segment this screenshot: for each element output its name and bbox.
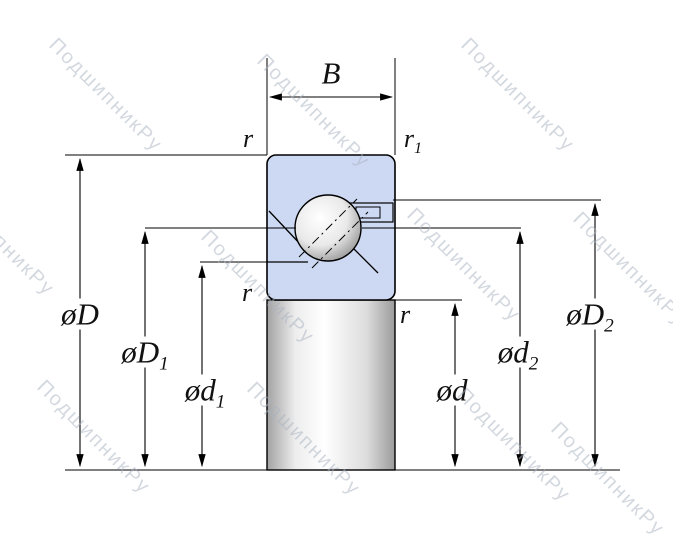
label-bore-diameter-2-sub: 2 [528,353,539,375]
label-outer-diameter-1-sub: 1 [159,353,169,375]
label-outer-diameter-2-main: øD [566,296,605,332]
shaft-section [266,299,396,471]
label-bore-diameter-1-main: ød [184,372,216,408]
label-bore-diameter-main: ød [436,372,468,408]
label-width-B: B [321,55,341,91]
label-radius-top-right-sub: 1 [414,140,423,158]
label-bore-diameter-2: ød2 [494,334,542,374]
label-radius-bottom-right: r [399,300,411,329]
label-bore-diameter-1-sub: 1 [215,391,226,413]
ball-centerline-2 [311,211,369,269]
label-radius-top-left: r [242,124,254,153]
label-bore-diameter-2-main: ød [497,334,529,370]
label-outer-diameter-2: øD2 [563,296,617,336]
label-radius-mid-left: r [241,278,253,307]
label-outer-diameter-1: øD1 [118,334,172,374]
label-bore-diameter-1: ød1 [181,372,229,412]
label-outer-diameter-1-main: øD [121,334,160,370]
extension-lines [65,58,620,471]
ball-centerline-1 [298,198,358,258]
label-radius-top-right: r1 [403,124,422,157]
label-bore-diameter: ød [433,372,471,408]
label-radius-top-right-main: r [403,124,415,153]
groove-edge-right [351,246,379,274]
label-outer-diameter: øD [58,296,102,332]
label-outer-diameter-main: øD [61,296,99,332]
label-outer-diameter-2-sub: 2 [604,315,614,337]
